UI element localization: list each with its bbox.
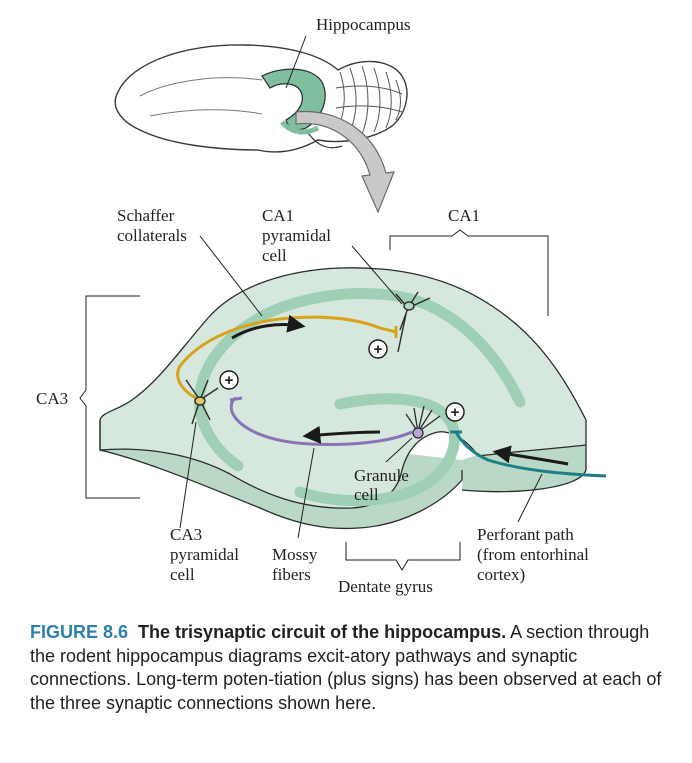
figure-body: A section through the rodent hippocampus… bbox=[30, 622, 662, 713]
dentate-bracket bbox=[345, 542, 461, 571]
ca3-pyramidal-leader bbox=[179, 421, 197, 529]
perforant-direction-arrow bbox=[492, 445, 569, 466]
schaffer-collateral-axon bbox=[176, 315, 397, 402]
perforant-leader bbox=[517, 473, 543, 523]
mossy-fiber-axon bbox=[229, 396, 413, 446]
ca3-pyramidal-neuron bbox=[185, 379, 219, 425]
granule-cell-layer bbox=[294, 393, 461, 507]
ca1-pyramidal-label: CA1 pyramidal cell bbox=[262, 206, 335, 265]
granule-neuron bbox=[405, 405, 441, 439]
ltp-plus-icon-dentate: + bbox=[445, 402, 465, 422]
ca1-region-label: CA1 bbox=[448, 206, 480, 225]
ltp-plus-icon-ca1: + bbox=[368, 339, 388, 359]
mossy-label: Mossy fibers bbox=[272, 545, 322, 584]
ca1-bracket bbox=[389, 229, 549, 316]
pyramidal-cell-layer bbox=[193, 287, 526, 472]
perforant-label: Perforant path (from entorhinal cortex) bbox=[477, 525, 593, 584]
ca3-region-label: CA3 bbox=[36, 389, 68, 408]
granule-label: Granule cell bbox=[354, 466, 413, 504]
ca3-bracket bbox=[79, 295, 140, 499]
ca3-pyramidal-label: CA3 pyramidal cell bbox=[170, 525, 243, 584]
svg-text:+: + bbox=[225, 372, 234, 389]
dentate-label: Dentate gyrus bbox=[338, 577, 433, 596]
rodent-brain-illustration bbox=[114, 35, 408, 214]
hippocampus-label: Hippocampus bbox=[316, 15, 410, 34]
figure-title: The trisynaptic circuit of the hippocamp… bbox=[138, 622, 507, 642]
hippocampal-section bbox=[99, 267, 587, 530]
svg-text:+: + bbox=[374, 341, 383, 358]
ca1-pyramidal-leader bbox=[351, 245, 403, 305]
granule-leader bbox=[385, 437, 413, 463]
ltp-plus-icon-ca3: + bbox=[219, 370, 239, 390]
ca1-pyramidal-neuron bbox=[395, 291, 431, 353]
mossy-leader bbox=[297, 447, 315, 539]
svg-text:+: + bbox=[451, 404, 460, 421]
figure-caption: FIGURE 8.6 The trisynaptic circuit of th… bbox=[30, 621, 670, 715]
mossy-direction-arrow bbox=[302, 425, 381, 444]
trisynaptic-diagram: Hippocampus bbox=[36, 15, 607, 596]
schaffer-direction-arrow bbox=[231, 314, 306, 340]
schaffer-leader bbox=[199, 235, 263, 317]
zoom-arrow bbox=[295, 110, 395, 214]
mossy-terminal bbox=[229, 396, 243, 402]
schaffer-label: Schaffer collaterals bbox=[117, 206, 187, 245]
figure-number: FIGURE 8.6 bbox=[30, 622, 129, 642]
